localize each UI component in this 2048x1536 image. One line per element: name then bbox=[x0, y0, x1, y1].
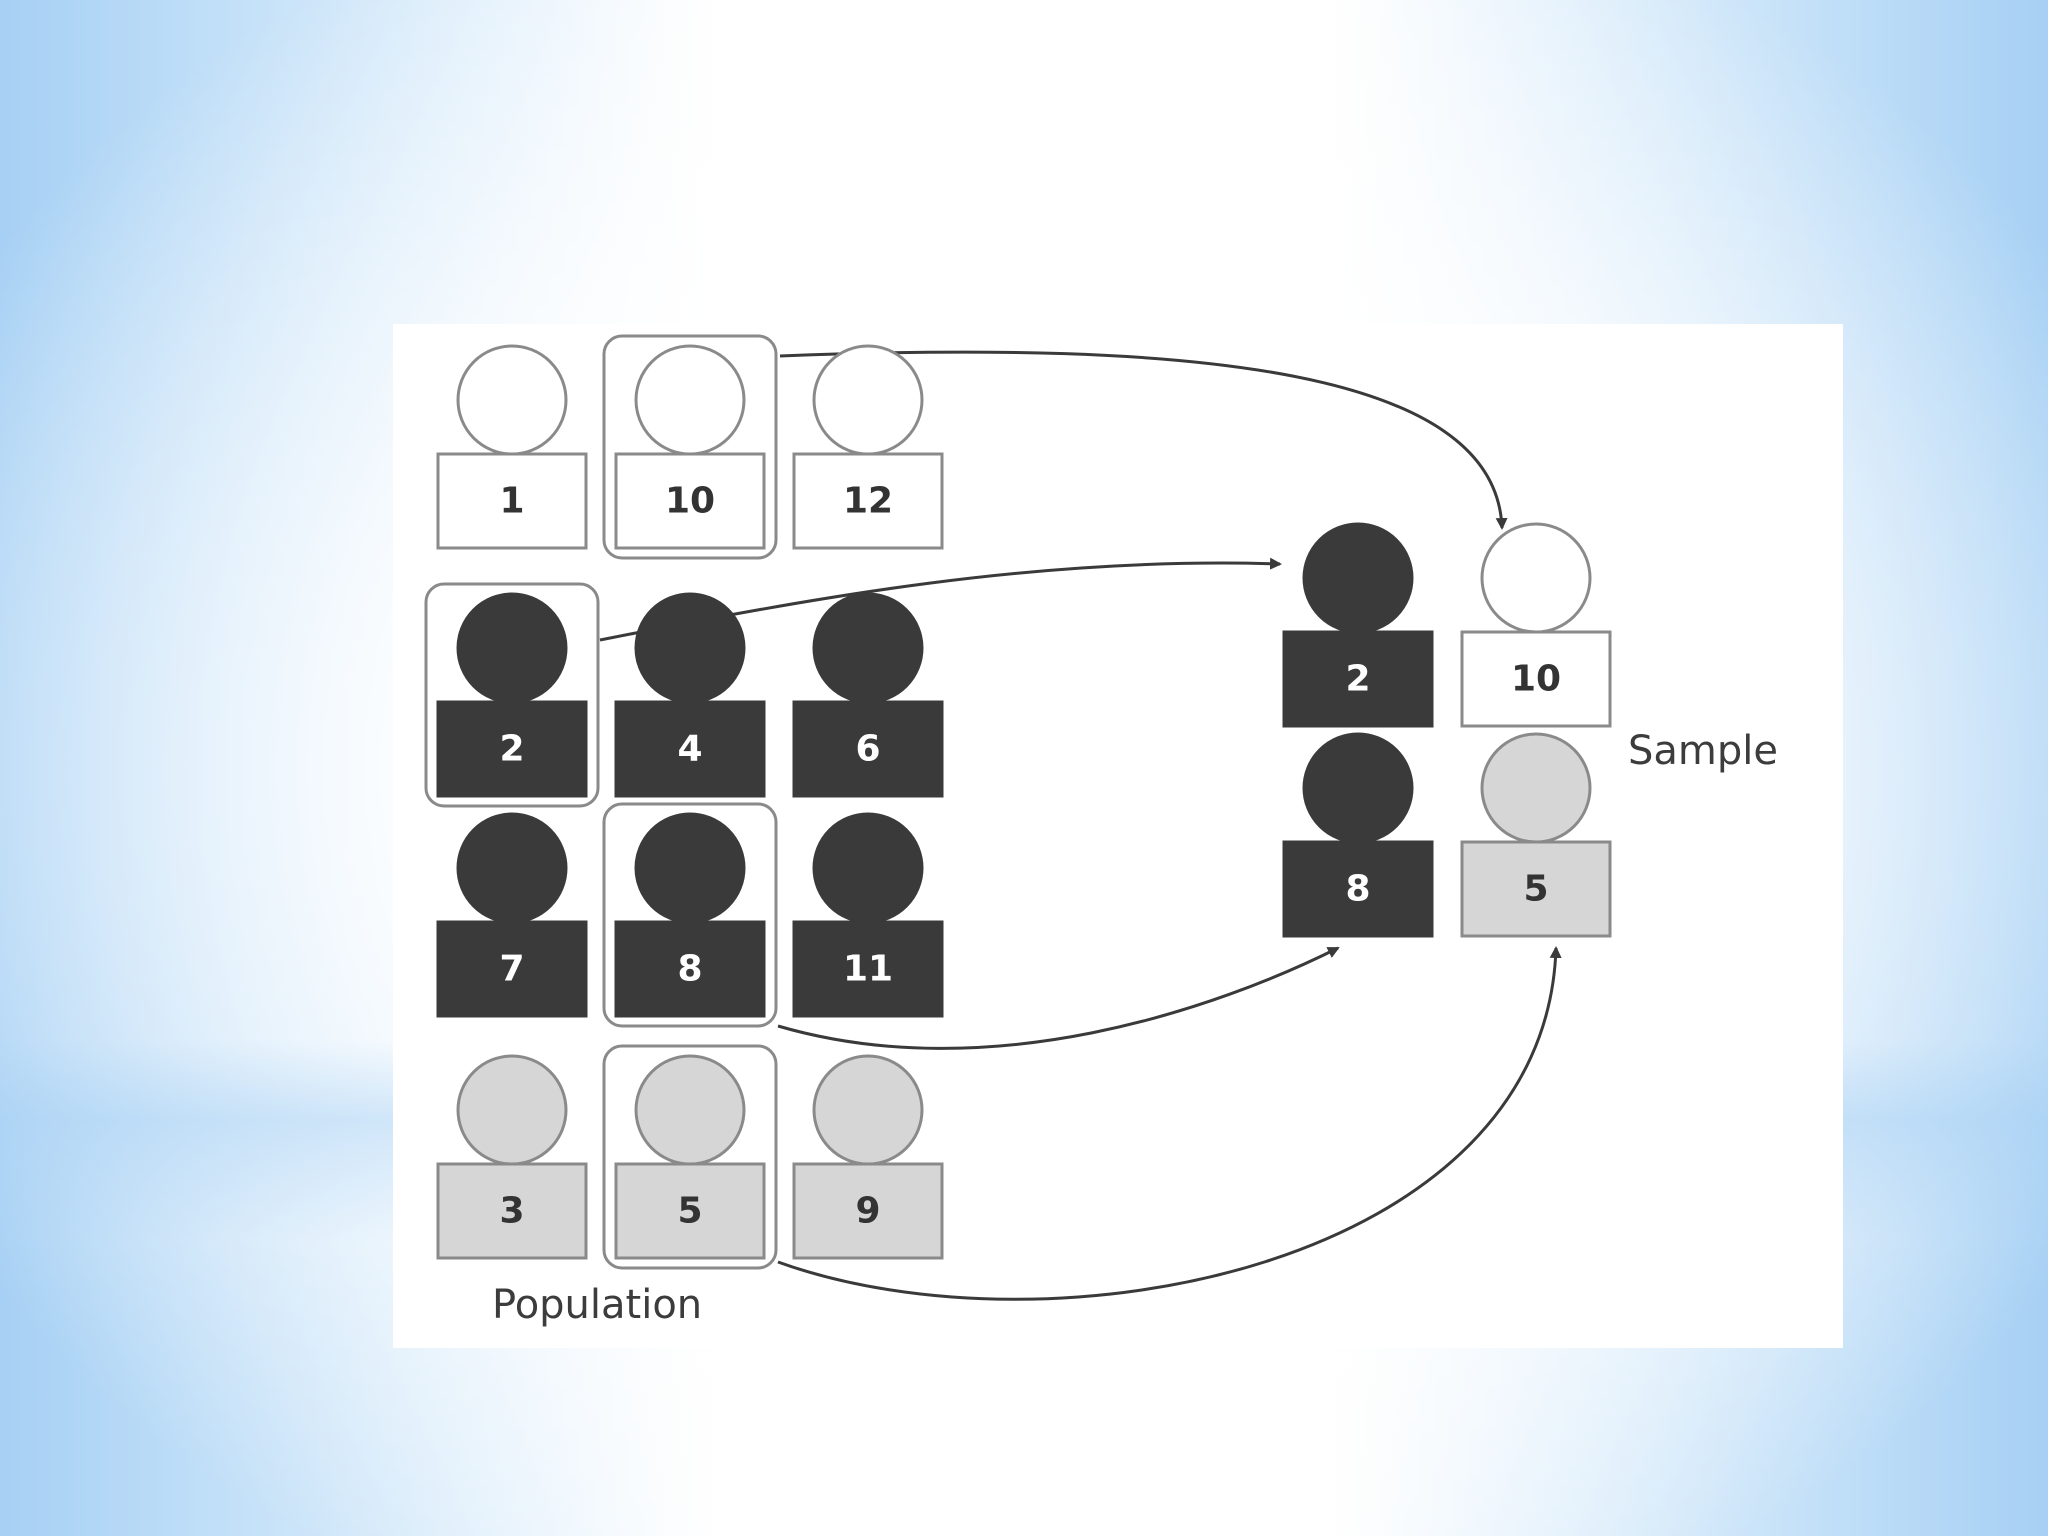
sample-member-2-number: 2 bbox=[1345, 659, 1370, 700]
sample-member-8-number: 8 bbox=[1345, 869, 1370, 910]
population-member-9-head bbox=[812, 1054, 924, 1166]
selection-arrow-10 bbox=[779, 350, 1508, 530]
population-member-10-number: 10 bbox=[665, 481, 715, 522]
selection-outline-5 bbox=[602, 1044, 778, 1270]
population-member-12-number: 12 bbox=[843, 481, 893, 522]
population-member-3-head bbox=[456, 1054, 568, 1166]
population-member-12: 12 bbox=[792, 344, 944, 550]
population-member-4: 4 bbox=[614, 592, 766, 798]
population-member-2: 2 bbox=[424, 582, 600, 808]
population-member-7-number: 7 bbox=[499, 949, 524, 990]
population-member-12-head bbox=[812, 344, 924, 456]
diagram-panel bbox=[393, 324, 1843, 1348]
sample-member-10: 10 bbox=[1460, 522, 1612, 728]
sample-member-8-body bbox=[1282, 840, 1434, 938]
selection-outline-8 bbox=[602, 802, 778, 1028]
population-member-5: 5 bbox=[602, 1044, 778, 1270]
population-member-3-body bbox=[436, 1162, 588, 1260]
population-member-8-head bbox=[634, 812, 746, 924]
population-member-1-head bbox=[456, 344, 568, 456]
sample-member-10-body bbox=[1460, 630, 1612, 728]
population-group: 1 10 12 2 4 6 7 8 11 3 5 9 bbox=[424, 334, 944, 1270]
population-member-2-number: 2 bbox=[499, 729, 524, 770]
sample-label: Sample bbox=[1628, 728, 1778, 774]
sample-member-2: 2 bbox=[1282, 522, 1434, 728]
population-member-7: 7 bbox=[436, 812, 588, 1018]
sample-group: 2 10 8 5 bbox=[1282, 522, 1612, 938]
sample-member-5-number: 5 bbox=[1523, 869, 1548, 910]
population-member-12-body bbox=[792, 452, 944, 550]
sample-member-10-number: 10 bbox=[1511, 659, 1561, 700]
population-member-6-head bbox=[812, 592, 924, 704]
sample-member-5: 5 bbox=[1460, 732, 1612, 938]
selection-arrow-8 bbox=[777, 946, 1340, 1050]
selection-outline-2 bbox=[424, 582, 600, 808]
population-label: Population bbox=[492, 1282, 702, 1328]
population-member-11-head bbox=[812, 812, 924, 924]
population-member-2-body bbox=[436, 700, 588, 798]
population-member-5-number: 5 bbox=[677, 1191, 702, 1232]
population-member-7-head bbox=[456, 812, 568, 924]
sample-member-5-body bbox=[1460, 840, 1612, 938]
population-member-7-body bbox=[436, 920, 588, 1018]
selection-arrow-5 bbox=[777, 946, 1562, 1301]
population-member-5-head bbox=[634, 1054, 746, 1166]
population-member-9-number: 9 bbox=[855, 1191, 880, 1232]
population-member-4-head bbox=[634, 592, 746, 704]
population-member-8-body bbox=[614, 920, 766, 1018]
sample-member-8: 8 bbox=[1282, 732, 1434, 938]
sample-member-8-head bbox=[1302, 732, 1414, 844]
sample-member-10-head bbox=[1480, 522, 1592, 634]
population-member-1: 1 bbox=[436, 344, 588, 550]
population-member-1-number: 1 bbox=[499, 481, 524, 522]
population-member-1-body bbox=[436, 452, 588, 550]
population-member-4-number: 4 bbox=[677, 729, 702, 770]
population-member-3: 3 bbox=[436, 1054, 588, 1260]
population-member-10-head bbox=[634, 344, 746, 456]
population-member-9: 9 bbox=[792, 1054, 944, 1260]
population-member-8-number: 8 bbox=[677, 949, 702, 990]
population-member-6-body bbox=[792, 700, 944, 798]
population-member-4-body bbox=[614, 700, 766, 798]
population-member-8: 8 bbox=[602, 802, 778, 1028]
population-member-5-body bbox=[614, 1162, 766, 1260]
population-member-10-body bbox=[614, 452, 766, 550]
population-member-11: 11 bbox=[792, 812, 944, 1018]
population-member-3-number: 3 bbox=[499, 1191, 524, 1232]
population-member-6: 6 bbox=[792, 592, 944, 798]
sample-member-5-head bbox=[1480, 732, 1592, 844]
population-member-10: 10 bbox=[602, 334, 778, 560]
selection-outline-10 bbox=[602, 334, 778, 560]
population-member-11-body bbox=[792, 920, 944, 1018]
sample-member-2-head bbox=[1302, 522, 1414, 634]
population-member-6-number: 6 bbox=[855, 729, 880, 770]
sample-member-2-body bbox=[1282, 630, 1434, 728]
population-member-11-number: 11 bbox=[843, 949, 893, 990]
population-member-2-head bbox=[456, 592, 568, 704]
population-member-9-body bbox=[792, 1162, 944, 1260]
